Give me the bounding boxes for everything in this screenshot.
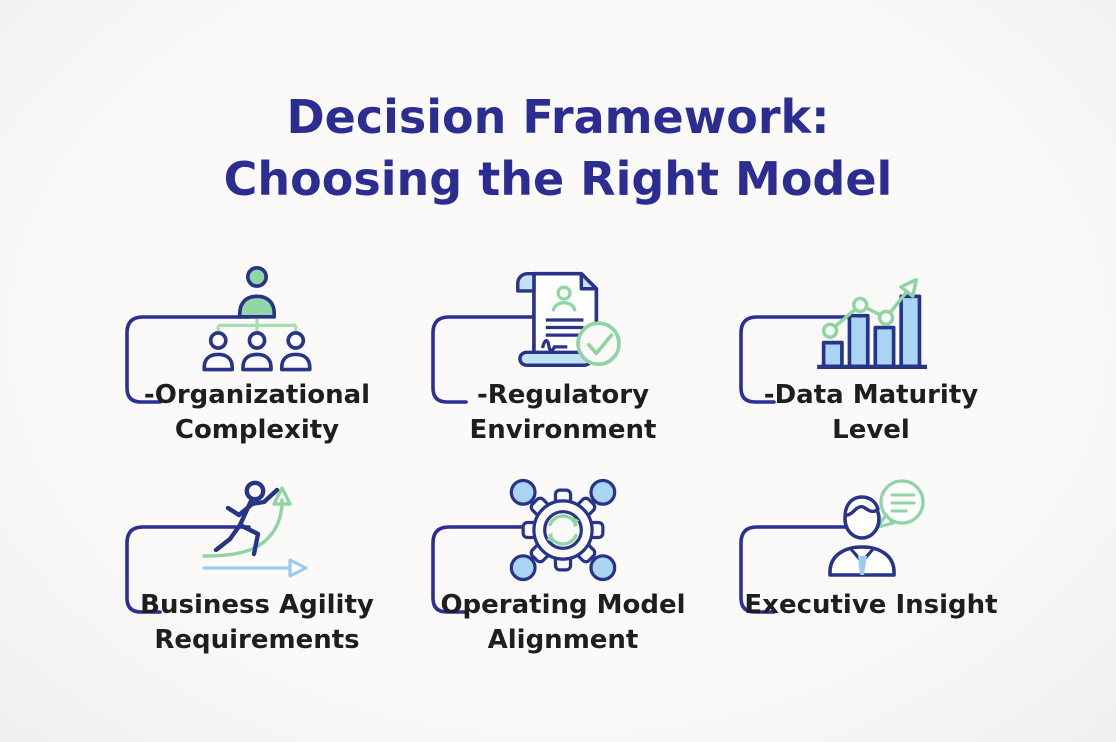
framework-item-operating-model-alignment: Operating Model Alignment <box>398 474 728 684</box>
bracket-connector <box>431 315 557 404</box>
framework-item-executive-insight: Executive Insight <box>706 474 1036 684</box>
bracket-connector <box>739 315 865 404</box>
item-label: Operating Model Alignment <box>440 590 686 655</box>
framework-item-regulatory-environment: -Regulatory Environment <box>398 264 728 474</box>
org-chart-icon <box>202 265 312 372</box>
runner-arrows-icon <box>202 480 308 578</box>
item-label: Business Agility Requirements <box>140 590 374 655</box>
executive-speech-icon <box>828 479 925 577</box>
document-check-icon <box>516 271 621 367</box>
item-label: Executive Insight <box>744 590 998 620</box>
bracket-connector <box>125 525 251 614</box>
item-label: -Regulatory Environment <box>469 380 657 445</box>
page-title: Decision Framework: Choosing the Right M… <box>0 86 1116 210</box>
framework-item-data-maturity-level: -Data Maturity Level <box>706 264 1036 474</box>
item-label: -Data Maturity Level <box>763 380 979 445</box>
page-title-line2: Choosing the Right Model <box>223 152 893 206</box>
item-label: -Organizational Complexity <box>143 380 371 445</box>
bracket-connector <box>431 525 557 614</box>
framework-item-business-agility: Business Agility Requirements <box>92 474 422 684</box>
bar-chart-growth-icon <box>817 277 927 369</box>
bracket-connector <box>125 315 251 404</box>
framework-item-organizational-complexity: -Organizational Complexity <box>92 264 422 474</box>
page-title-line1: Decision Framework: <box>286 90 830 144</box>
gear-network-icon <box>509 478 617 582</box>
bracket-connector <box>739 525 865 614</box>
